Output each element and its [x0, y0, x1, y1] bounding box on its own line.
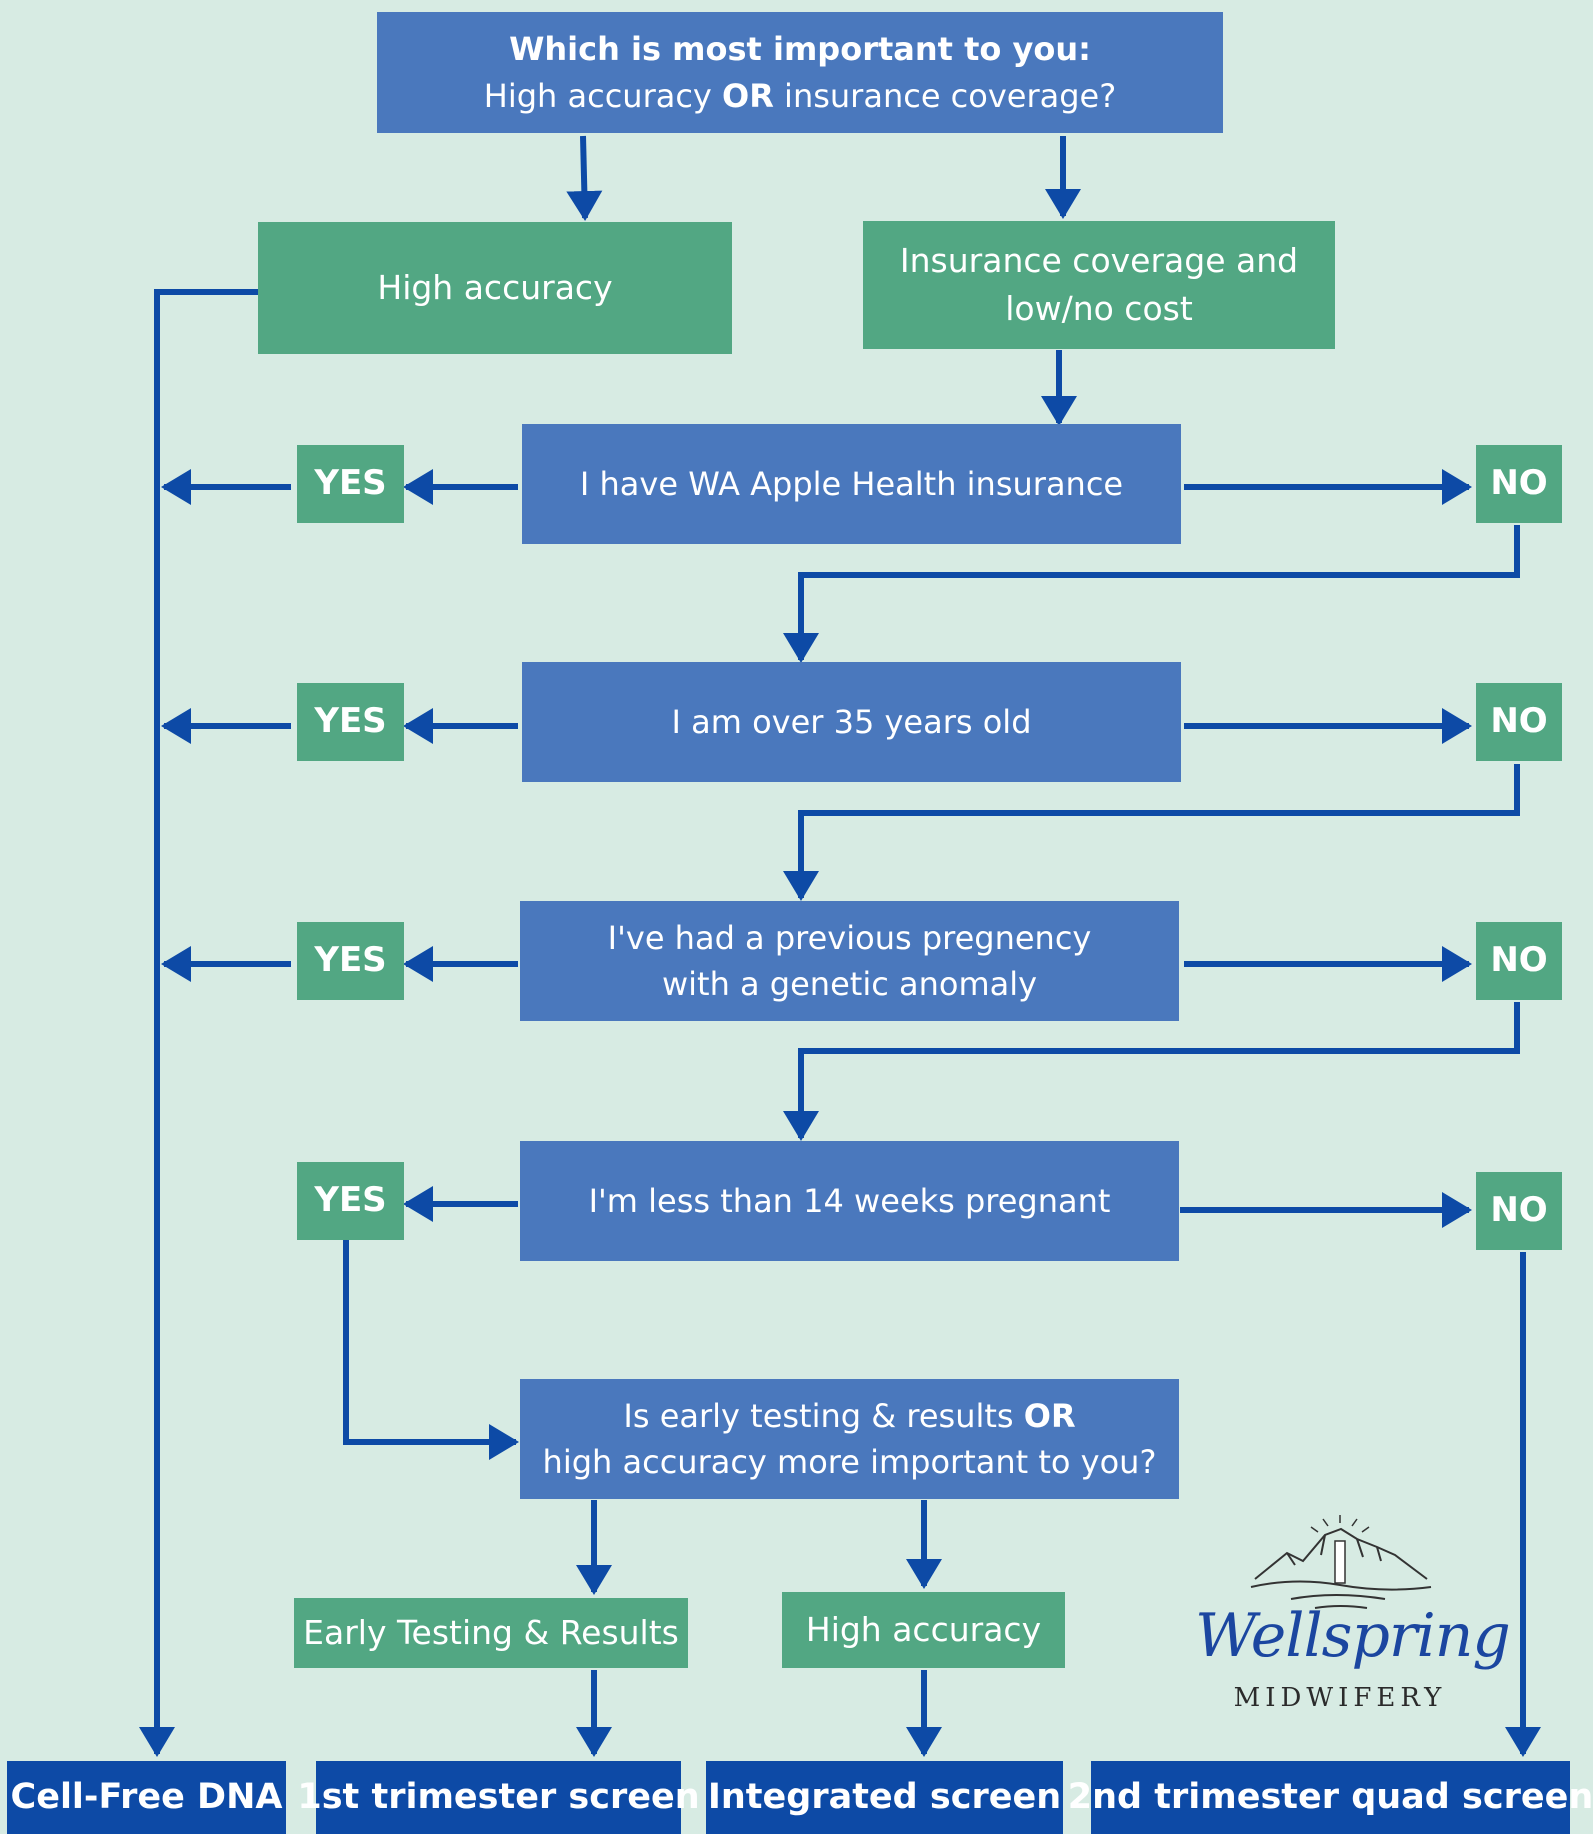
top-question-line2-part2: insurance coverage? — [784, 76, 1117, 115]
top-question-line2-part1: High accuracy — [483, 76, 712, 115]
result-first-trimester: 1st trimester screen — [297, 1761, 700, 1834]
yes-badge-over-35: YES — [297, 683, 404, 761]
yes-label: YES — [314, 701, 387, 742]
choice-early-testing-label: Early Testing & Results — [303, 1613, 679, 1653]
result-integrated-label: Integrated screen — [707, 1777, 1062, 1818]
no-badge-previous: NO — [1476, 922, 1562, 1000]
logo-subtitle: MIDWIFERY — [1233, 1683, 1447, 1713]
top-question-or: OR — [722, 76, 774, 115]
no-badge-over-35: NO — [1476, 683, 1562, 761]
question-previous-line2: with a genetic anomaly — [661, 965, 1038, 1003]
question-apple-health-label: I have WA Apple Health insurance — [579, 464, 1124, 503]
question-under-14-weeks: I'm less than 14 weeks pregnant — [520, 1141, 1179, 1261]
no-badge-under-14: NO — [1476, 1172, 1562, 1250]
yes-badge-apple-health: YES — [297, 445, 404, 523]
no-label: NO — [1490, 1190, 1548, 1231]
no-label: NO — [1490, 463, 1548, 504]
choice-high-accuracy-label: High accuracy — [377, 268, 613, 308]
result-quad-label: 2nd trimester quad screen — [1067, 1777, 1593, 1818]
arrow-no1-to-over-35 — [783, 525, 1520, 663]
arrow-no2-to-previous — [783, 764, 1520, 901]
top-question-line1: Which is most important to you: — [509, 30, 1091, 69]
no-badge-apple-health: NO — [1476, 445, 1562, 523]
choice-early-testing: Early Testing & Results — [294, 1598, 688, 1668]
no-label: NO — [1490, 701, 1548, 742]
result-integrated: Integrated screen — [706, 1761, 1063, 1834]
wellspring-logo: Wellspring MIDWIFERY — [1195, 1515, 1511, 1715]
result-cell-free-dna: Cell-Free DNA — [7, 1761, 286, 1834]
question-under-14-label: I'm less than 14 weeks pregnant — [588, 1181, 1111, 1220]
arrow-top-to-high-accuracy — [566, 135, 603, 221]
result-first-trimester-label: 1st trimester screen — [297, 1777, 700, 1818]
yes-label: YES — [314, 940, 387, 981]
question-previous-line1: I've had a previous pregnency — [607, 918, 1092, 957]
logo-name: Wellspring — [1195, 1601, 1511, 1671]
yes-badge-previous: YES — [297, 922, 404, 1000]
result-quad: 2nd trimester quad screen — [1068, 1761, 1593, 1834]
choice-insurance: Insurance coverage and low/no cost — [863, 221, 1335, 349]
question-apple-health: I have WA Apple Health insurance — [522, 424, 1181, 544]
question-over-35-label: I am over 35 years old — [671, 702, 1032, 741]
question-early-line2: high accuracy more important to you? — [542, 1443, 1157, 1481]
yes-label: YES — [314, 463, 387, 504]
arrow-high-accuracy-to-cell-free — [139, 289, 258, 1757]
no-label: NO — [1490, 940, 1548, 981]
arrow-yes4-to-early-question — [343, 1240, 519, 1460]
choice-high-accuracy-2-label: High accuracy — [805, 1610, 1042, 1650]
choice-high-accuracy-2: High accuracy — [782, 1592, 1065, 1668]
top-question-line2: High accuracy OR insurance coverage? — [484, 73, 1116, 119]
mountain-logo-icon — [1250, 1515, 1432, 1609]
question-previous-pregnancy: I've had a previous pregnency with a gen… — [520, 901, 1179, 1021]
choice-insurance-line1: Insurance coverage and — [899, 241, 1299, 281]
question-over-35: I am over 35 years old — [522, 662, 1181, 782]
arrow-no3-to-under-14 — [783, 1002, 1520, 1141]
result-cell-free-dna-label: Cell-Free DNA — [10, 1777, 283, 1818]
yes-badge-under-14: YES — [297, 1162, 404, 1240]
top-question-box: Which is most important to you: High acc… — [377, 12, 1223, 133]
question-early-testing: Is early testing & results OR high accur… — [520, 1379, 1179, 1499]
question-early-or: OR — [1023, 1396, 1076, 1435]
question-early-line1-text: Is early testing & results — [623, 1396, 1014, 1435]
yes-label: YES — [314, 1180, 387, 1221]
question-early-line1: Is early testing & results OR — [623, 1393, 1075, 1439]
choice-insurance-line2: low/no cost — [1005, 289, 1193, 328]
choice-high-accuracy: High accuracy — [258, 222, 732, 354]
